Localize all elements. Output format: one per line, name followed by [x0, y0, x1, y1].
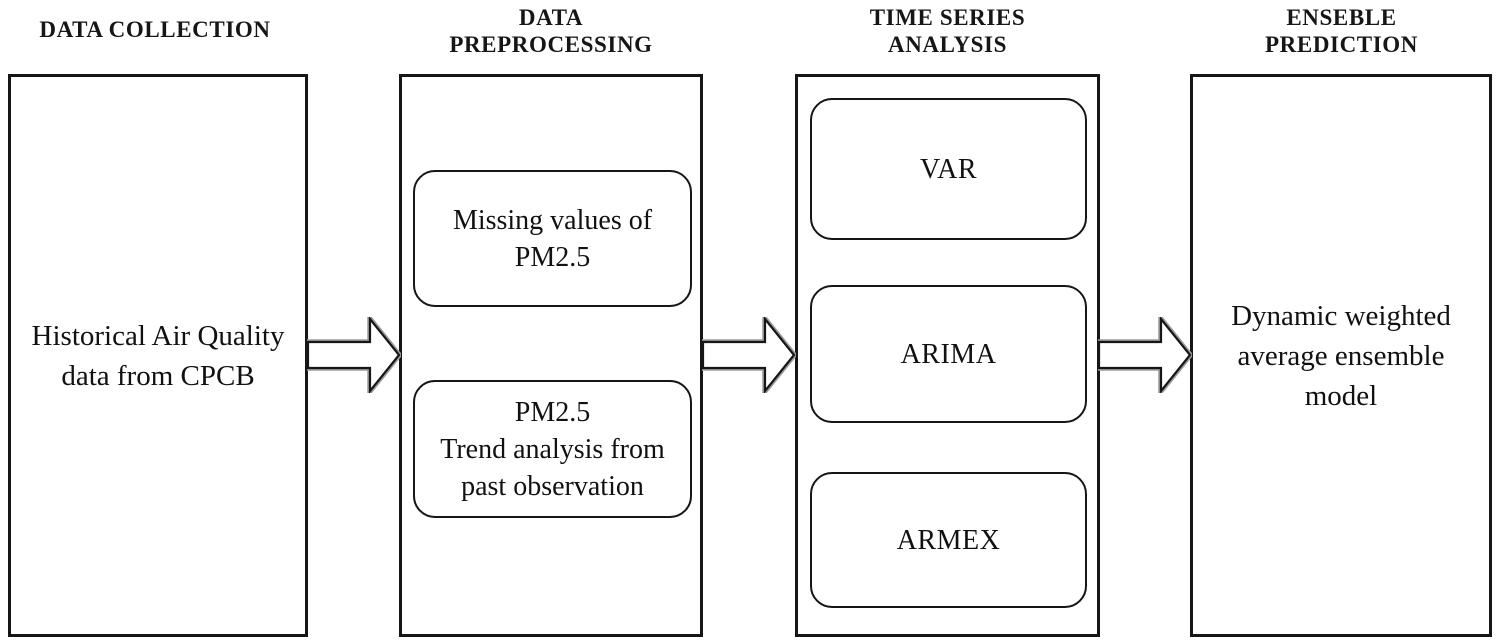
var-model-label: VAR — [919, 153, 977, 185]
stage-header-enseble-prediction: ENSEBLE PREDICTION — [1265, 5, 1418, 57]
stage-header-data-collection: DATA COLLECTION — [39, 17, 271, 42]
flow-arrow-icon — [307, 317, 401, 393]
armex-model-label: ARMEX — [896, 524, 1001, 556]
missing-values-label: Missing values of PM2.5 — [452, 204, 653, 273]
time-series-analysis-box: VAR ARIMA ARMEX — [795, 74, 1100, 637]
data-collection-label: Historical Air Quality data from CPCB — [31, 319, 285, 392]
trend-analysis-label: PM2.5 Trend analysis from past observati… — [440, 396, 665, 502]
arima-model-item: ARIMA — [810, 285, 1087, 423]
arima-model-label: ARIMA — [900, 338, 997, 370]
var-model-item: VAR — [810, 98, 1087, 240]
missing-values-item: Missing values of PM2.5 — [413, 170, 692, 307]
enseble-prediction-box: Dynamic weighted average ensemble model — [1190, 74, 1492, 637]
data-preprocessing-box: Missing values of PM2.5 PM2.5 Trend anal… — [399, 74, 703, 637]
trend-analysis-item: PM2.5 Trend analysis from past observati… — [413, 380, 692, 518]
stage-header-time-series-analysis: TIME SERIES ANALYSIS — [869, 5, 1026, 57]
stage-header-data-preprocessing: DATA PREPROCESSING — [449, 5, 653, 57]
armex-model-item: ARMEX — [810, 472, 1087, 608]
flow-arrow-icon — [1098, 317, 1192, 393]
data-collection-box: Historical Air Quality data from CPCB — [8, 74, 308, 637]
enseble-prediction-label: Dynamic weighted average ensemble model — [1231, 299, 1451, 412]
flow-arrow-icon — [702, 317, 796, 393]
